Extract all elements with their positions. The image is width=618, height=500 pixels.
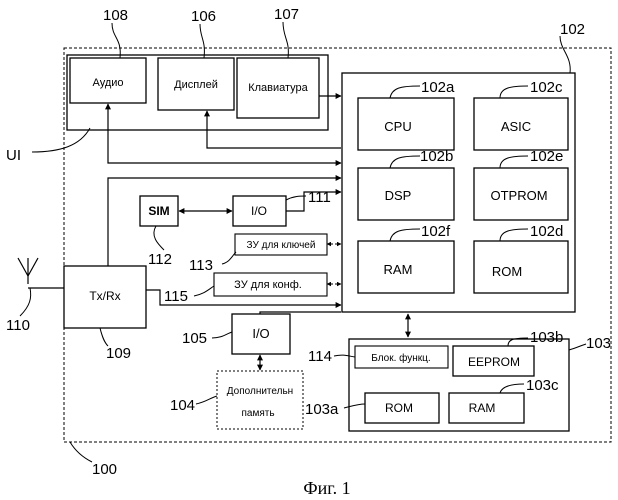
ref-102f: 102f <box>421 223 451 240</box>
leader-105 <box>212 332 232 338</box>
leader-ui <box>32 128 90 152</box>
ref-114: 114 <box>308 348 332 365</box>
leader-114 <box>334 355 355 357</box>
ref-102d: 102d <box>530 223 563 240</box>
extra-memory-label-line2: память <box>241 408 274 419</box>
otprom-label: OTPROM <box>490 188 547 203</box>
leader-115 <box>194 286 214 296</box>
ref-102a: 102a <box>421 79 455 96</box>
ref-107: 107 <box>274 6 299 23</box>
leader-109 <box>100 328 108 346</box>
leader-108 <box>112 23 120 58</box>
leader-103a <box>344 404 365 408</box>
ref-115: 115 <box>164 288 188 305</box>
leader-110 <box>20 288 31 316</box>
figure-caption: Фиг. 1 <box>303 478 350 498</box>
ref-111: 111 <box>308 189 331 206</box>
ref-110: 110 <box>6 317 30 334</box>
leader-104 <box>196 396 217 404</box>
eeprom-label: EEPROM <box>468 355 520 369</box>
ref-108: 108 <box>103 7 128 24</box>
ref-100: 100 <box>92 461 117 478</box>
leader-106 <box>200 24 204 58</box>
key-memory-label: ЗУ для ключей <box>247 240 316 251</box>
ref-103a: 103a <box>305 401 339 418</box>
ref-105: 105 <box>182 330 207 347</box>
io-top-label: I/O <box>251 204 267 218</box>
ref-103b: 103b <box>530 329 563 346</box>
func-block-label: Блок. функц. <box>371 352 430 364</box>
leader-100 <box>70 442 92 462</box>
ram-label: RAM <box>384 262 413 277</box>
ref-102: 102 <box>560 21 585 38</box>
link-txrx-processor <box>108 178 341 266</box>
keyboard-label: Клавиатура <box>248 82 308 94</box>
ref-102c: 102c <box>530 79 563 96</box>
extra-memory-label-line1: Дополнительн <box>227 386 293 397</box>
leader-111 <box>286 196 306 200</box>
leader-102f <box>390 229 420 241</box>
leader-102b <box>390 156 420 168</box>
link-audio-processor <box>108 104 341 163</box>
conf-memory-label: ЗУ для конф. <box>234 279 302 291</box>
ref-102e: 102e <box>530 148 563 165</box>
leader-102c <box>500 86 528 98</box>
ram-103-label: RAM <box>469 401 496 415</box>
sim-label: SIM <box>148 204 169 218</box>
leader-112 <box>154 226 164 250</box>
ref-103c: 103c <box>526 377 559 394</box>
leader-102a <box>390 86 420 98</box>
display-label: Дисплей <box>174 79 218 91</box>
cpu-label: CPU <box>384 119 411 134</box>
txrx-label: Tx/Rx <box>89 289 120 303</box>
antenna-icon <box>18 258 64 288</box>
leader-102d <box>500 229 528 241</box>
leader-102 <box>560 36 570 73</box>
leader-103c <box>500 384 524 393</box>
rom-label: ROM <box>492 264 522 279</box>
ref-113: 113 <box>189 257 213 274</box>
ref-102b: 102b <box>420 148 453 165</box>
audio-label: Аудио <box>92 77 123 89</box>
extra-memory-block <box>217 371 303 429</box>
ref-109: 109 <box>106 345 131 362</box>
ref-106: 106 <box>191 8 216 25</box>
ref-112: 112 <box>148 251 172 268</box>
ref-ui: UI <box>6 147 21 164</box>
leader-113 <box>222 252 236 264</box>
leader-107 <box>283 22 288 58</box>
ref-103: 103 <box>586 335 611 352</box>
leader-102e <box>500 156 528 168</box>
dsp-label: DSP <box>385 188 412 203</box>
ref-104: 104 <box>170 397 195 414</box>
io-bottom-label: I/O <box>252 326 269 341</box>
asic-label: ASIC <box>501 119 531 134</box>
rom-103-label: ROM <box>385 401 413 415</box>
leader-103 <box>569 344 586 350</box>
